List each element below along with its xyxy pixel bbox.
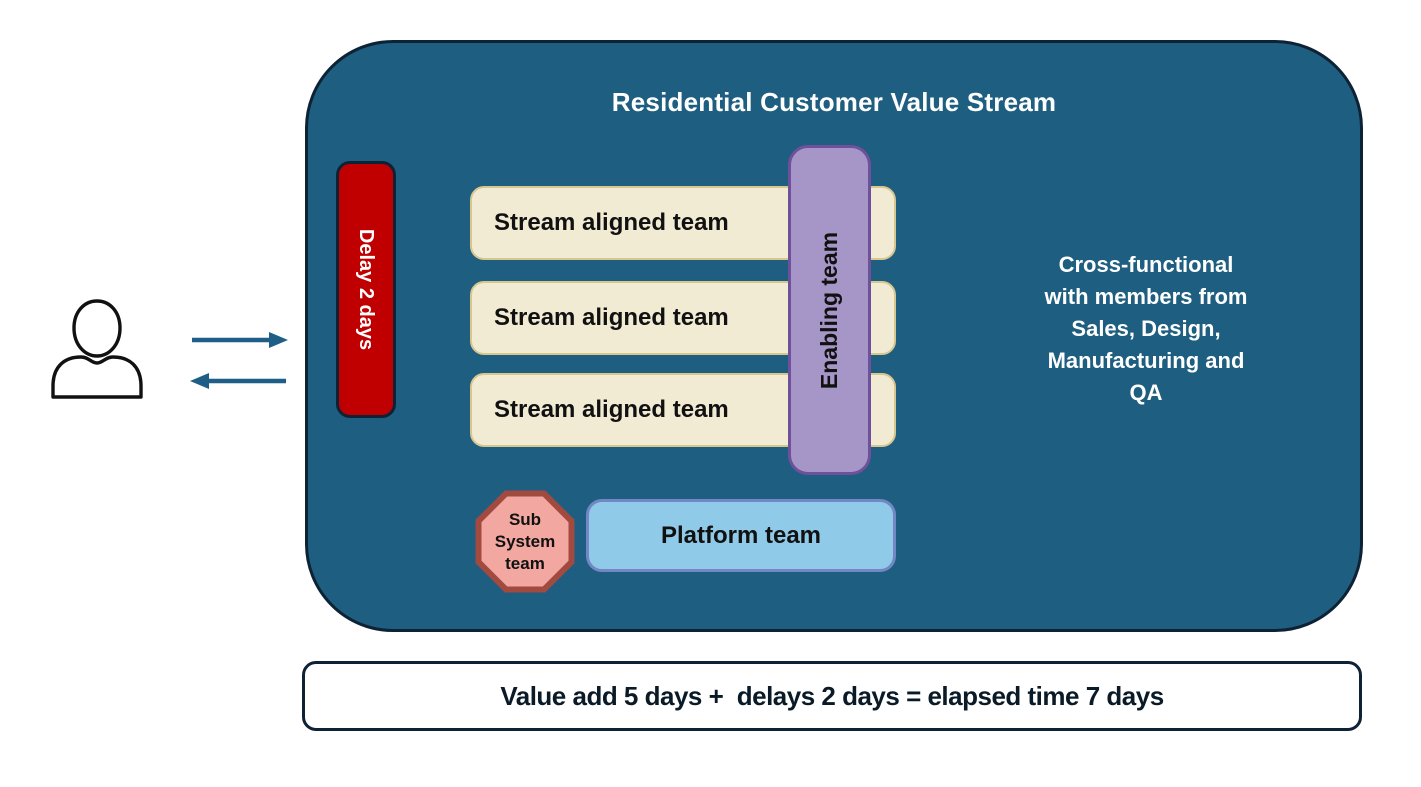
enabling-team-label: Enabling team	[816, 231, 843, 389]
arrow-left-icon	[190, 373, 286, 389]
person-icon	[47, 298, 147, 400]
diagram-title: Residential Customer Value Stream	[611, 87, 1057, 117]
value-stream-container: Residential Customer Value Stream Delay …	[305, 40, 1363, 632]
delay-box: Delay 2 days	[336, 161, 396, 418]
platform-team-box: Platform team	[586, 499, 896, 572]
subsystem-team-octagon: Sub System team	[475, 490, 575, 593]
octagon-shape	[475, 490, 575, 593]
summary-text: Value add 5 days + delays 2 days = elaps…	[500, 680, 1164, 711]
delay-label: Delay 2 days	[355, 228, 378, 351]
arrow-right-icon	[192, 332, 288, 348]
cross-functional-note: Cross-functional with members from Sales…	[1044, 252, 1248, 405]
summary-bar: Value add 5 days + delays 2 days = elaps…	[302, 661, 1362, 731]
subsystem-team-label: Sub System team	[494, 509, 556, 573]
exchange-arrows	[185, 326, 293, 390]
enabling-team-box: Enabling team	[788, 145, 871, 475]
